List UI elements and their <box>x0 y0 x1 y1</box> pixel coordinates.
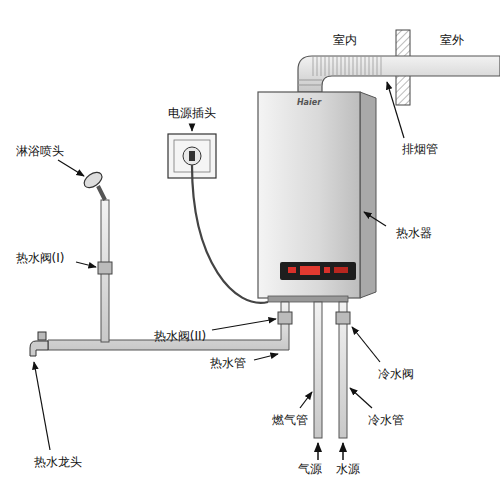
hot-water-faucet <box>30 332 48 356</box>
callout-label: 电源插头 <box>167 106 217 120</box>
callout-label: 淋浴喷头 <box>15 144 65 158</box>
callout-label: 气源 <box>297 462 323 476</box>
gas-and-cold-pipes <box>314 302 350 460</box>
callout-label: 热水器 <box>395 226 433 240</box>
callout-label: 燃气管 <box>271 413 309 427</box>
callout-label: 水源 <box>335 462 361 476</box>
callout-label: 室外 <box>439 33 465 47</box>
power-cord <box>192 165 268 303</box>
flue-pipe <box>298 56 500 92</box>
callout-label: 冷水管 <box>367 413 405 427</box>
callout-label: 排烟管 <box>401 142 439 156</box>
brand-logo: Haier <box>296 98 322 108</box>
callout-label: 热水阀(II) <box>153 329 207 343</box>
leader-arrows <box>34 82 404 450</box>
hot-water-pipe <box>48 200 292 350</box>
shower-head <box>81 169 105 200</box>
callout-label: 热水龙头 <box>33 455 83 469</box>
water-heater <box>258 92 376 302</box>
callout-label: 冷水阀 <box>377 367 415 381</box>
callout-label: 室内 <box>332 33 358 47</box>
callout-label: 热水阀(I) <box>15 251 66 265</box>
callout-label: 热水管 <box>209 356 247 370</box>
